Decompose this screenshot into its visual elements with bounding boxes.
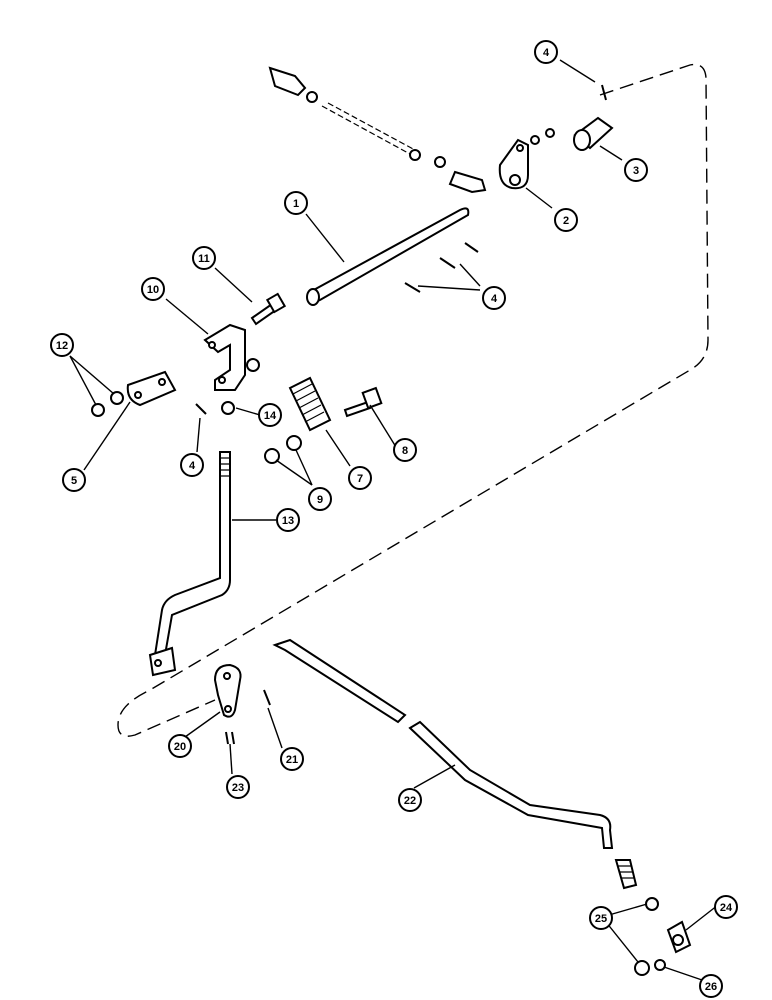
pin-4-top (601, 84, 607, 101)
washer-26 (654, 959, 666, 971)
nut-14a (246, 358, 260, 372)
part-13-rod (148, 451, 231, 677)
callout-7: 7 (348, 466, 372, 490)
callout-26: 26 (699, 974, 723, 998)
callout-14-label: 14 (264, 410, 277, 422)
callout-11: 11 (192, 246, 216, 270)
nut-12a (91, 403, 105, 417)
callout-26-label: 26 (705, 981, 717, 993)
part-5-lever-plate (126, 370, 177, 407)
leader-lines (69, 59, 719, 981)
threaded-end (614, 859, 638, 890)
part-2-lever (498, 138, 529, 190)
part-20-lever (213, 663, 242, 718)
callout-21-label: 21 (286, 754, 298, 766)
callout-10-label: 10 (147, 284, 159, 296)
callout-25: 25 (589, 906, 613, 930)
callout-4-right-label: 4 (491, 293, 498, 305)
part-3-clevis (573, 116, 614, 151)
callout-24-label: 24 (720, 902, 733, 914)
callout-1-label: 1 (293, 198, 299, 210)
callout-23-label: 23 (232, 782, 244, 794)
callout-1: 1 (284, 191, 308, 215)
callout-13-label: 13 (282, 515, 294, 527)
part-10-bracket (203, 323, 246, 391)
pins-23 (225, 731, 235, 745)
callout-22-label: 22 (404, 795, 416, 807)
shaft-linkage-top (268, 66, 487, 194)
roll-pins-4 (404, 242, 479, 293)
callout-8: 8 (393, 438, 417, 462)
callout-13: 13 (276, 508, 300, 532)
callout-5: 5 (62, 468, 86, 492)
callout-12-label: 12 (56, 340, 68, 352)
callout-25-label: 25 (595, 913, 607, 925)
callout-5-label: 5 (71, 475, 77, 487)
callout-12: 12 (50, 333, 74, 357)
nut-25a (645, 897, 659, 911)
part-22-rod (272, 638, 614, 849)
callout-14: 14 (258, 403, 282, 427)
callout-24: 24 (714, 895, 738, 919)
part-8-bolt (343, 386, 383, 418)
washer-2 (530, 135, 540, 145)
pin-4-middle (195, 403, 207, 415)
callout-22: 22 (398, 788, 422, 812)
nut-14b (221, 401, 235, 415)
assembly-dashed-outline (117, 63, 709, 737)
part-11-bolt (250, 292, 287, 326)
washer-9b (286, 435, 302, 451)
callout-3-label: 3 (633, 165, 639, 177)
callout-2: 2 (554, 208, 578, 232)
washer-3 (545, 128, 555, 138)
part-1-shaft (306, 207, 470, 306)
callout-4-middle: 4 (180, 453, 204, 477)
callout-20-label: 20 (174, 741, 186, 753)
callout-8-label: 8 (402, 445, 408, 457)
callout-4-top-label: 4 (543, 47, 550, 59)
part-24-socket (666, 920, 692, 954)
nut-12b (110, 391, 124, 405)
callout-11-label: 11 (198, 253, 210, 265)
callout-23: 23 (226, 775, 250, 799)
callout-7-label: 7 (357, 473, 363, 485)
callout-3: 3 (624, 158, 648, 182)
callout-2-label: 2 (563, 215, 569, 227)
callout-9-label: 9 (317, 494, 323, 506)
part-7-spring (288, 376, 332, 432)
callout-21: 21 (280, 747, 304, 771)
callout-4-middle-label: 4 (189, 460, 196, 472)
pin-21 (263, 689, 271, 706)
callout-4-right: 4 (482, 286, 506, 310)
nut-25b (634, 960, 650, 976)
callout-9: 9 (308, 487, 332, 511)
washer-9a (264, 448, 280, 464)
callout-10: 10 (141, 277, 165, 301)
callout-20: 20 (168, 734, 192, 758)
callout-4-top: 4 (534, 40, 558, 64)
